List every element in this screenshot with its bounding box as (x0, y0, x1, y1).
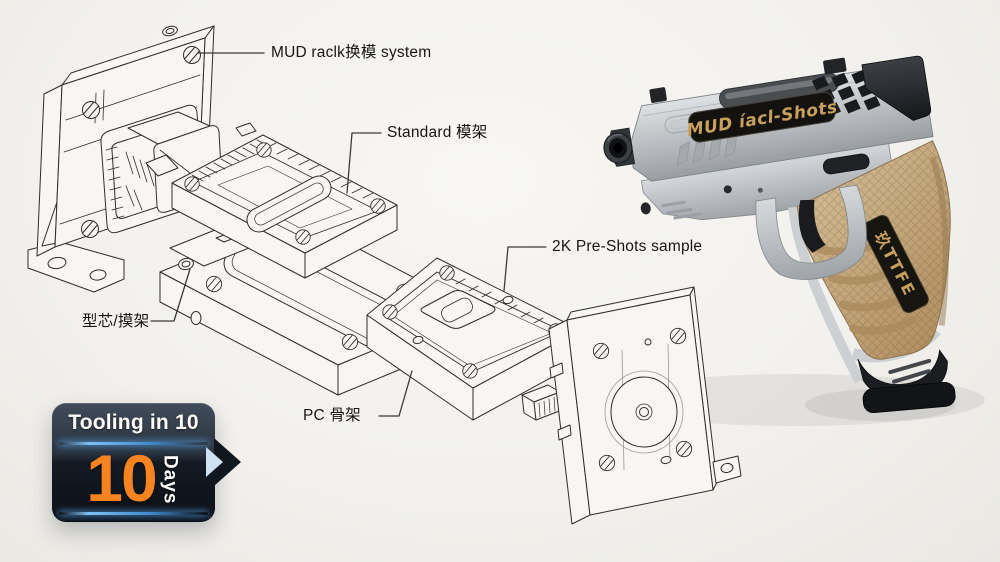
front-sight (649, 87, 667, 103)
locating-ring-plate (548, 286, 742, 525)
label-mud-system: MUD raclk换模 system (271, 44, 432, 61)
badge-title: Tooling in 10 (68, 411, 199, 434)
trigger-guard (755, 184, 867, 280)
label-standard-base: Standard 模架 (387, 124, 488, 141)
tooling-badge: Tooling in 10 10 Days (52, 403, 241, 522)
label-core-plate: 型芯/摸架 (82, 313, 150, 330)
mold-exploded-diagram (27, 25, 742, 525)
rear-sight (823, 57, 847, 75)
muzzle (603, 127, 636, 167)
pistol-slide: MUD íacl-Shots (629, 55, 934, 182)
pistol-grip: 玖TTFE (788, 139, 956, 414)
pistol-trigger (798, 199, 826, 253)
badge-arrow-highlight-icon (206, 447, 223, 477)
leader-lines (150, 52, 547, 417)
mud-quick-change-plate (27, 25, 223, 293)
badge-glow-line-top (59, 442, 208, 445)
pistol-product: 玖TTFE (603, 55, 956, 414)
label-2k-sample: 2K Pre-Shots sample (552, 238, 703, 255)
label-pc-frame: PC 骨架 (303, 407, 361, 424)
slide-stop-lever (822, 153, 870, 175)
badge-glow-line-bottom (59, 512, 208, 515)
badge-number: 10 (86, 440, 157, 515)
badge-unit: Days (159, 455, 181, 505)
slide-rear-cap (861, 55, 932, 121)
standard-mold-base-plate (145, 122, 398, 279)
